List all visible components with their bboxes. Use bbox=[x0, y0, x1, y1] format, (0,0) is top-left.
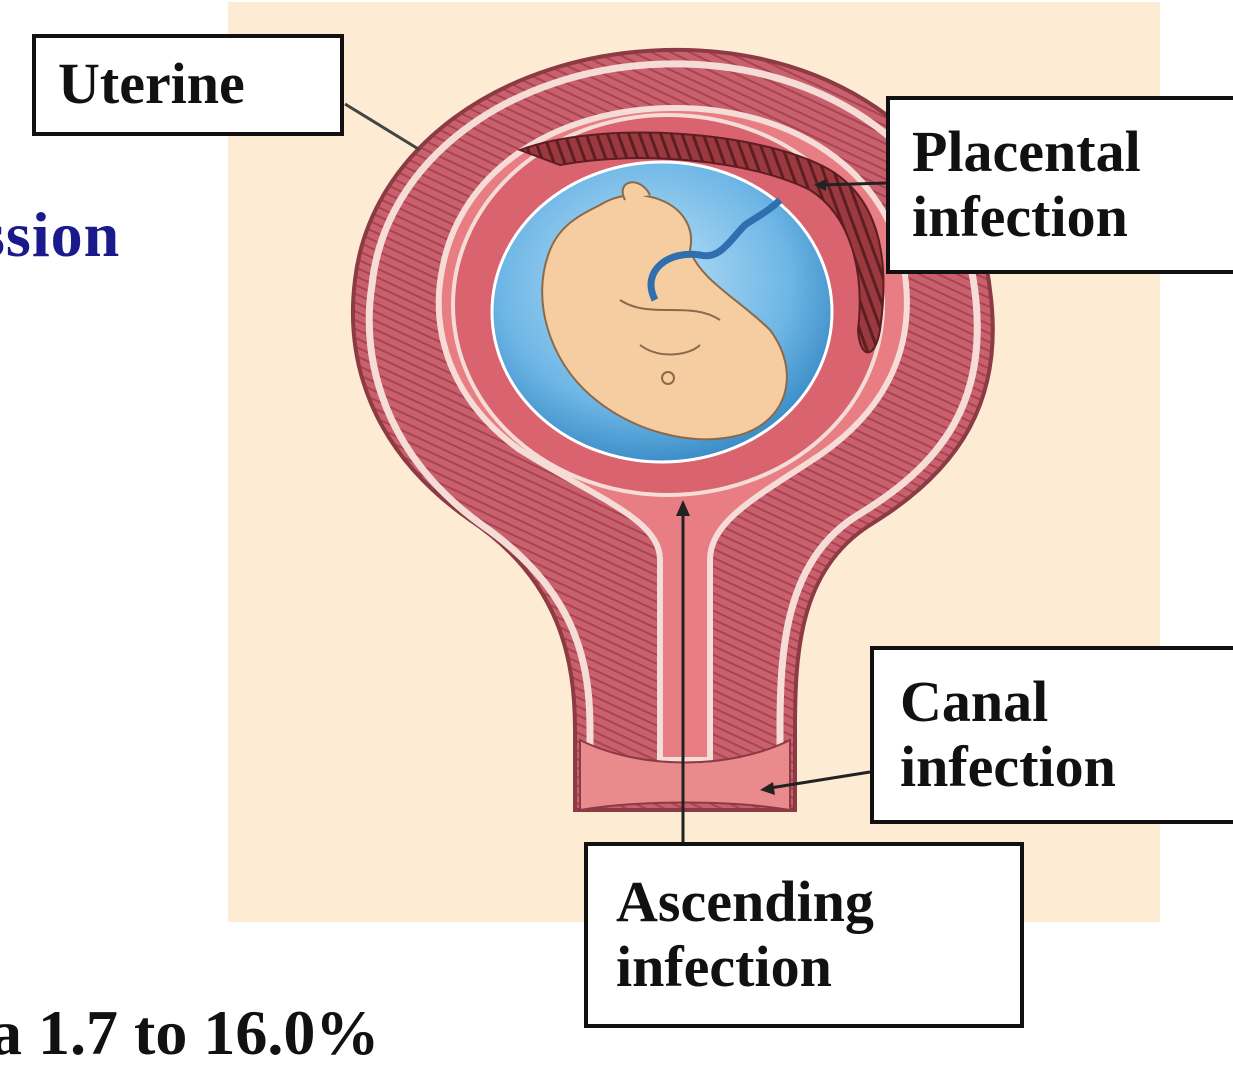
canal-infection-label: Canal infection bbox=[870, 646, 1233, 824]
uterine-label: Uterine bbox=[32, 34, 344, 136]
label-line: Canal bbox=[900, 670, 1233, 735]
placental-leader-line bbox=[820, 183, 886, 185]
uterine-leader-line bbox=[345, 104, 420, 150]
label-line: infection bbox=[912, 185, 1233, 250]
label-line: Uterine bbox=[58, 52, 340, 117]
placental-infection-label: Placental infection bbox=[886, 96, 1233, 274]
ascending-infection-label: Ascending infection bbox=[584, 842, 1024, 1028]
label-line: Placental bbox=[912, 120, 1233, 185]
label-line: infection bbox=[616, 935, 1020, 1000]
label-line: infection bbox=[900, 735, 1233, 800]
label-line: Ascending bbox=[616, 870, 1020, 935]
